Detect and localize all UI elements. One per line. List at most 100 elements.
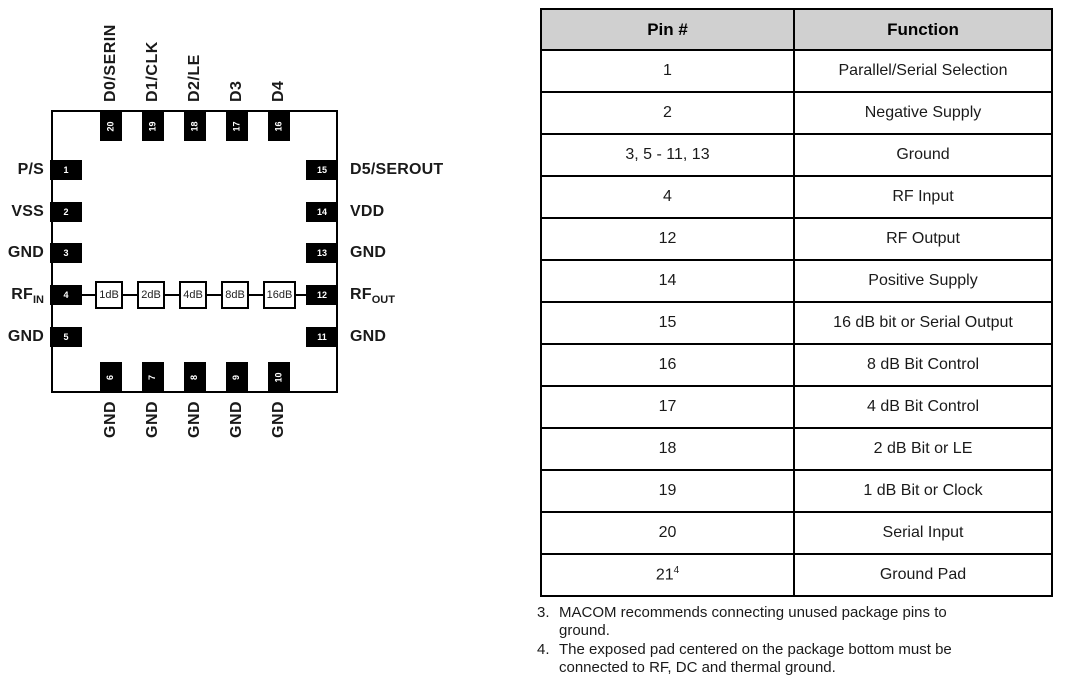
pin-cell: 20 — [540, 511, 795, 555]
function-cell: 8 dB Bit Control — [793, 343, 1053, 387]
bottom-pin-label-gnd: GND — [228, 400, 245, 438]
pin-cell: 17 — [540, 385, 795, 429]
attenuator-2db: 2dB — [137, 281, 165, 309]
label-text: RF — [11, 286, 33, 303]
function-cell: Parallel/Serial Selection — [793, 49, 1053, 93]
function-cell: RF Output — [793, 217, 1053, 261]
top-pin-label-d4: D4 — [270, 80, 287, 102]
pin-2-number: 2 — [63, 206, 69, 217]
pin-3-number: 3 — [63, 247, 69, 258]
pin-7: 7 — [142, 362, 164, 392]
label-text: D5/SEROUT — [350, 161, 444, 178]
left-pin-label-vss: VSS — [0, 202, 44, 227]
pin-17: 17 — [226, 111, 248, 141]
pin-12-number: 12 — [316, 289, 327, 300]
footnote-line: ground. — [559, 621, 610, 639]
pin-18-number: 18 — [189, 120, 200, 132]
pin-cell: 15 — [540, 301, 795, 345]
left-pin-label-ps: P/S — [0, 160, 44, 185]
label-subscript: OUT — [371, 294, 395, 306]
pin-15: 15 — [306, 160, 338, 180]
pin-19-number: 19 — [147, 120, 158, 132]
pin-number-text: 21 — [655, 566, 674, 584]
function-cell: RF Input — [793, 175, 1053, 219]
function-cell: Serial Input — [793, 511, 1053, 555]
top-pin-label-d2-le: D2/LE — [186, 54, 203, 102]
pin-12: 12 — [306, 285, 338, 305]
pin-5-number: 5 — [63, 331, 69, 342]
function-cell: Ground — [793, 133, 1053, 177]
footnote-text: The exposed pad centered on the package … — [559, 641, 1057, 676]
bottom-pin-label-gnd: GND — [270, 400, 287, 438]
pin-2: 2 — [50, 202, 82, 222]
pin-13: 13 — [306, 243, 338, 263]
label-text: VSS — [11, 203, 44, 220]
attenuator-1db: 1dB — [95, 281, 123, 309]
footnote-text: MACOM recommends connecting unused packa… — [559, 604, 1057, 639]
top-pin-label-d3: D3 — [228, 80, 245, 102]
right-pin-label-gnd: GND — [350, 327, 490, 352]
pin-19: 19 — [142, 111, 164, 141]
pin-cell: 14 — [540, 259, 795, 303]
pin-cell: 18 — [540, 427, 795, 471]
pin-4-number: 4 — [63, 289, 69, 300]
label-text: GND — [7, 244, 44, 261]
pin-14: 14 — [306, 202, 338, 222]
pin-13-number: 13 — [316, 247, 327, 258]
function-cell: Positive Supply — [793, 259, 1053, 303]
table-header-row: Pin # Function — [540, 8, 1053, 51]
pin-9: 9 — [226, 362, 248, 392]
pin-cell: 2 — [540, 91, 795, 135]
pin-cell: 214 — [540, 553, 795, 597]
pin-5: 5 — [50, 327, 82, 347]
left-pin-label-gnd: GND — [0, 327, 44, 352]
function-cell: 16 dB bit or Serial Output — [793, 301, 1053, 345]
function-cell: Ground Pad — [793, 553, 1053, 597]
pin-14-number: 14 — [316, 206, 327, 217]
table-row: 214 Ground Pad — [540, 553, 1053, 597]
function-cell: 4 dB Bit Control — [793, 385, 1053, 429]
label-text: VDD — [350, 203, 385, 220]
label-text: GND — [350, 328, 387, 345]
pin-cell: 3, 5 - 11, 13 — [540, 133, 795, 177]
footnote-number: 4. — [537, 641, 550, 658]
label-text: RF — [350, 286, 372, 303]
footnote-line: The exposed pad centered on the package … — [559, 641, 952, 658]
top-pin-label-d1-clk: D1/CLK — [144, 41, 161, 102]
pin-3: 3 — [50, 243, 82, 263]
pin-20: 20 — [100, 111, 122, 141]
header-function: Function — [793, 8, 1053, 51]
footnote-line: MACOM recommends connecting unused packa… — [559, 604, 947, 621]
pin-1: 1 — [50, 160, 82, 180]
pin-6: 6 — [100, 362, 122, 392]
pin-16: 16 — [268, 111, 290, 141]
footnote-3: 3. MACOM recommends connecting unused pa… — [537, 604, 1057, 639]
pin-18: 18 — [184, 111, 206, 141]
pin-10: 10 — [268, 362, 290, 392]
pin-8: 8 — [184, 362, 206, 392]
bottom-pin-label-gnd: GND — [102, 400, 119, 438]
header-pin-number: Pin # — [540, 8, 795, 51]
pin-1-number: 1 — [63, 164, 69, 175]
pin-4: 4 — [50, 285, 82, 305]
pin-cell: 12 — [540, 217, 795, 261]
attenuator-4db: 4dB — [179, 281, 207, 309]
function-cell: 2 dB Bit or LE — [793, 427, 1053, 471]
left-pin-label-gnd: GND — [0, 243, 44, 268]
label-text: GND — [350, 244, 387, 261]
pin-cell: 1 — [540, 49, 795, 93]
footnotes: 3. MACOM recommends connecting unused pa… — [537, 604, 1057, 676]
right-pin-label-rfout: RFOUT — [350, 285, 490, 310]
